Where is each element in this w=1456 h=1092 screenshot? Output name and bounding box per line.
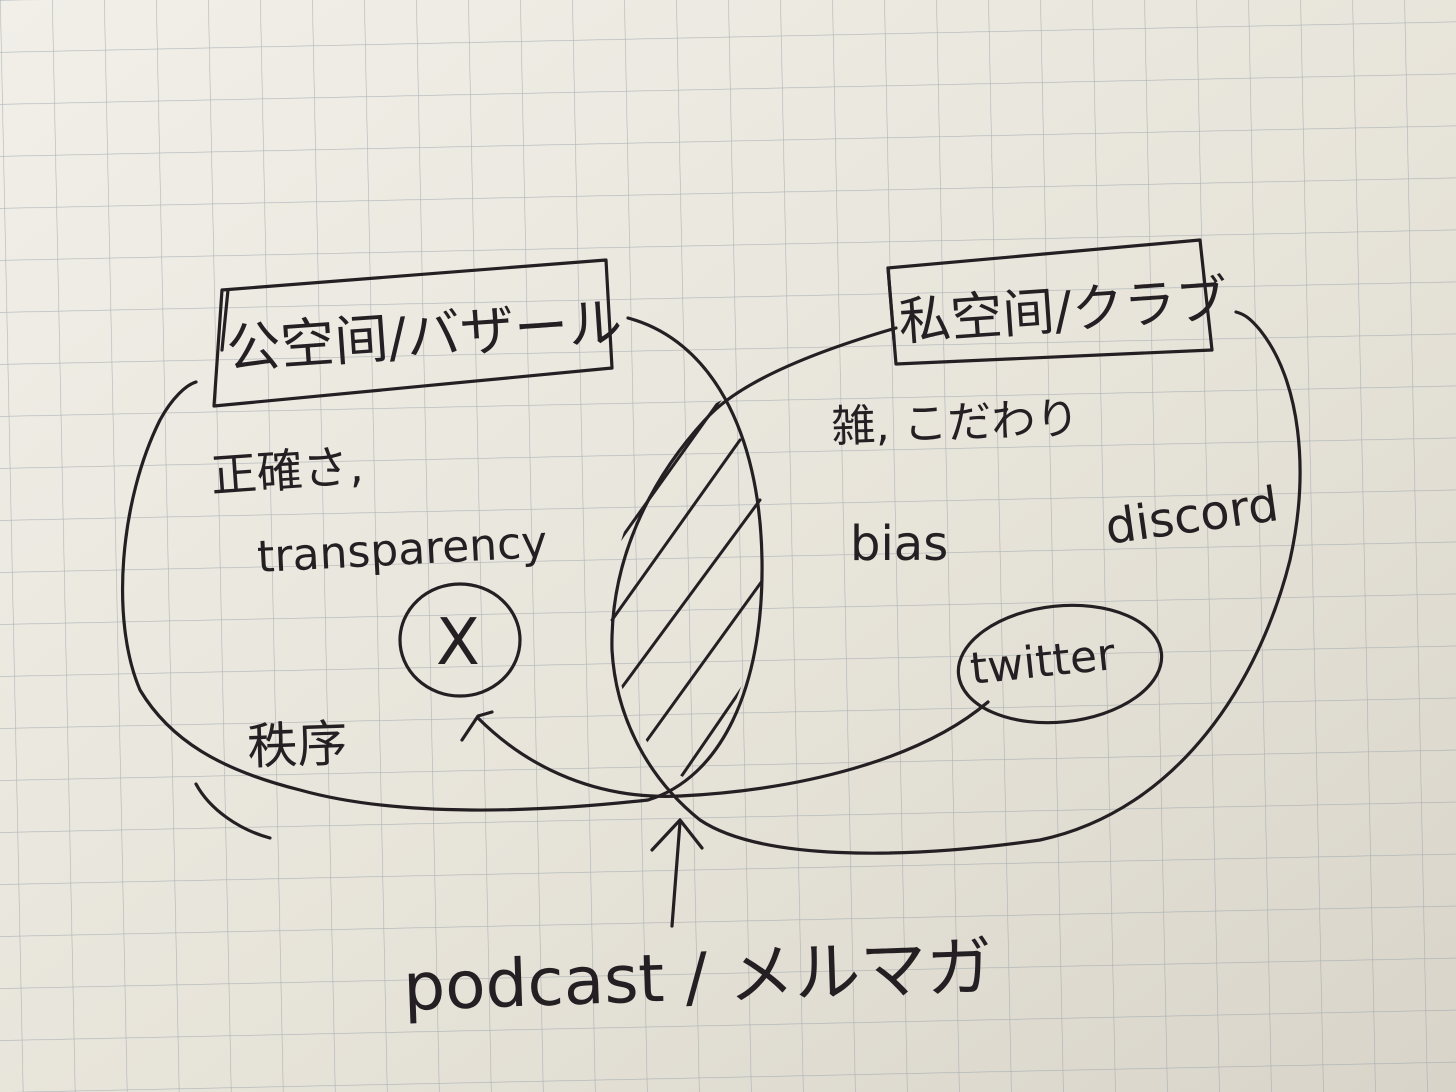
left-label-box [212,258,614,408]
left-item-accuracy: 正確さ, [209,438,365,503]
twitter-member-circle [956,603,1164,725]
left-item-order: 秩序 [246,715,348,776]
intersection-pointer-arrow [650,818,704,928]
migration-arrow [460,700,990,798]
right-item-misc: 雑, こだわり [831,393,1081,453]
x-member-circle [398,582,522,698]
left-ellipse [120,316,764,812]
right-set: 私空间/クラブ 雑, こだわり bias discord twitter [610,238,1302,855]
right-ellipse [610,310,1302,855]
x-member: X [436,606,480,680]
right-item-bias: bias [850,516,948,572]
